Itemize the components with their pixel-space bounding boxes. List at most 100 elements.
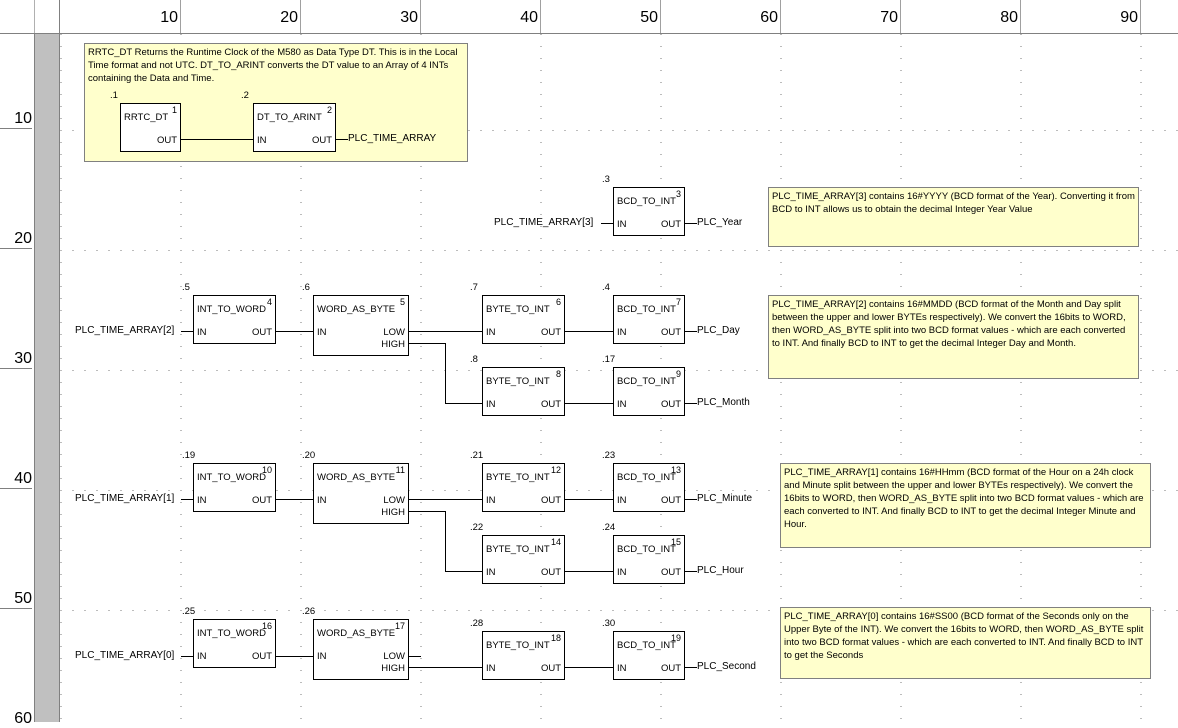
pin-out[interactable]: OUT <box>540 327 561 338</box>
function-block-byte-to-int[interactable]: BYTE_TO_INT 8 IN OUT <box>482 367 565 416</box>
function-block-word-as-byte[interactable]: WORD_AS_BYTE 5 IN LOW HIGH <box>313 295 409 356</box>
function-block-bcd-to-int[interactable]: BCD_TO_INT 3 IN OUT <box>613 187 685 236</box>
variable-label[interactable]: PLC_Year <box>697 217 743 228</box>
variable-label[interactable]: PLC_TIME_ARRAY[2] <box>75 325 175 336</box>
pin-high[interactable]: HIGH <box>381 339 405 350</box>
function-block-byte-to-int[interactable]: BYTE_TO_INT 12 IN OUT <box>482 463 565 512</box>
function-block-byte-to-int[interactable]: BYTE_TO_INT 6 IN OUT <box>482 295 565 344</box>
function-block-bcd-to-int[interactable]: BCD_TO_INT 9 IN OUT <box>613 367 685 416</box>
pin-out[interactable]: OUT <box>660 567 681 578</box>
pin-out[interactable]: OUT <box>251 495 272 506</box>
pin-high[interactable]: HIGH <box>381 663 405 674</box>
link-wire[interactable] <box>565 667 613 668</box>
function-block-byte-to-int[interactable]: BYTE_TO_INT 18 IN OUT <box>482 631 565 680</box>
variable-label[interactable]: PLC_TIME_ARRAY[1] <box>75 493 175 504</box>
link-wire[interactable] <box>565 403 613 404</box>
pin-out[interactable]: OUT <box>660 399 681 410</box>
pin-low[interactable]: LOW <box>383 495 405 506</box>
link-wire[interactable] <box>181 656 193 657</box>
link-wire[interactable] <box>565 571 613 572</box>
link-wire[interactable] <box>565 499 613 500</box>
pin-in[interactable]: IN <box>617 495 627 506</box>
pin-out[interactable]: OUT <box>311 135 332 146</box>
selection-gutter[interactable] <box>35 34 60 722</box>
pin-out[interactable]: OUT <box>156 135 177 146</box>
function-block-bcd-to-int[interactable]: BCD_TO_INT 13 IN OUT <box>613 463 685 512</box>
pin-in[interactable]: IN <box>486 663 496 674</box>
link-wire[interactable] <box>565 331 613 332</box>
pin-out[interactable]: OUT <box>660 219 681 230</box>
pin-in[interactable]: IN <box>486 495 496 506</box>
link-wire[interactable] <box>276 331 313 332</box>
comment-box[interactable]: PLC_TIME_ARRAY[3] contains 16#YYYY (BCD … <box>768 187 1139 247</box>
link-wire[interactable] <box>276 656 313 657</box>
pin-in[interactable]: IN <box>617 567 627 578</box>
link-wire[interactable] <box>445 403 482 404</box>
function-block-byte-to-int[interactable]: BYTE_TO_INT 14 IN OUT <box>482 535 565 584</box>
function-block-int-to-word[interactable]: INT_TO_WORD 4 IN OUT <box>193 295 276 344</box>
pin-out[interactable]: OUT <box>251 327 272 338</box>
link-wire[interactable] <box>445 511 446 572</box>
function-block-bcd-to-int[interactable]: BCD_TO_INT 19 IN OUT <box>613 631 685 680</box>
link-wire[interactable] <box>685 331 697 332</box>
pin-high[interactable]: HIGH <box>381 507 405 518</box>
variable-label[interactable]: PLC_Minute <box>697 493 753 504</box>
link-wire[interactable] <box>181 139 253 140</box>
pin-out[interactable]: OUT <box>660 327 681 338</box>
link-wire[interactable] <box>409 656 421 657</box>
variable-label[interactable]: PLC_TIME_ARRAY <box>348 133 437 144</box>
pin-in[interactable]: IN <box>617 399 627 410</box>
function-block-bcd-to-int[interactable]: BCD_TO_INT 7 IN OUT <box>613 295 685 344</box>
pin-in[interactable]: IN <box>486 567 496 578</box>
link-wire[interactable] <box>445 343 446 404</box>
link-wire[interactable] <box>181 499 193 500</box>
pin-low[interactable]: LOW <box>383 651 405 662</box>
function-block-int-to-word[interactable]: INT_TO_WORD 10 IN OUT <box>193 463 276 512</box>
link-wire[interactable] <box>445 571 482 572</box>
pin-in[interactable]: IN <box>317 651 327 662</box>
pin-in[interactable]: IN <box>317 327 327 338</box>
link-wire[interactable] <box>276 499 313 500</box>
variable-label[interactable]: PLC_TIME_ARRAY[3] <box>494 217 594 228</box>
pin-in[interactable]: IN <box>197 651 207 662</box>
pin-out[interactable]: OUT <box>660 495 681 506</box>
link-wire[interactable] <box>685 667 697 668</box>
pin-in[interactable]: IN <box>486 399 496 410</box>
function-block-word-as-byte[interactable]: WORD_AS_BYTE 17 IN LOW HIGH <box>313 619 409 680</box>
link-wire[interactable] <box>181 331 193 332</box>
function-block-word-as-byte[interactable]: WORD_AS_BYTE 11 IN LOW HIGH <box>313 463 409 524</box>
pin-in[interactable]: IN <box>317 495 327 506</box>
function-block-rrtc-dt[interactable]: RRTC_DT 1 OUT <box>120 103 181 152</box>
link-wire[interactable] <box>601 223 613 224</box>
pin-in[interactable]: IN <box>486 327 496 338</box>
pin-in[interactable]: IN <box>617 219 627 230</box>
link-wire[interactable] <box>409 343 445 344</box>
pin-in[interactable]: IN <box>617 327 627 338</box>
link-wire[interactable] <box>685 403 697 404</box>
pin-out[interactable]: OUT <box>540 663 561 674</box>
pin-out[interactable]: OUT <box>540 567 561 578</box>
pin-in[interactable]: IN <box>617 663 627 674</box>
variable-label[interactable]: PLC_TIME_ARRAY[0] <box>75 650 175 661</box>
link-wire[interactable] <box>336 139 348 140</box>
comment-box[interactable]: PLC_TIME_ARRAY[0] contains 16#SS00 (BCD … <box>780 607 1151 679</box>
function-block-int-to-word[interactable]: INT_TO_WORD 16 IN OUT <box>193 619 276 668</box>
link-wire[interactable] <box>409 499 482 500</box>
pin-out[interactable]: OUT <box>540 399 561 410</box>
variable-label[interactable]: PLC_Month <box>697 397 750 408</box>
variable-label[interactable]: PLC_Day <box>697 325 740 336</box>
link-wire[interactable] <box>409 331 482 332</box>
pin-low[interactable]: LOW <box>383 327 405 338</box>
link-wire[interactable] <box>409 667 482 668</box>
pin-in[interactable]: IN <box>257 135 267 146</box>
link-wire[interactable] <box>685 571 697 572</box>
function-block-dt-to-arint[interactable]: DT_TO_ARINT 2 IN OUT <box>253 103 336 152</box>
pin-out[interactable]: OUT <box>540 495 561 506</box>
link-wire[interactable] <box>685 223 697 224</box>
pin-out[interactable]: OUT <box>251 651 272 662</box>
pin-out[interactable]: OUT <box>660 663 681 674</box>
comment-box[interactable]: PLC_TIME_ARRAY[2] contains 16#MMDD (BCD … <box>768 295 1139 379</box>
pin-in[interactable]: IN <box>197 495 207 506</box>
link-wire[interactable] <box>685 499 697 500</box>
pin-in[interactable]: IN <box>197 327 207 338</box>
